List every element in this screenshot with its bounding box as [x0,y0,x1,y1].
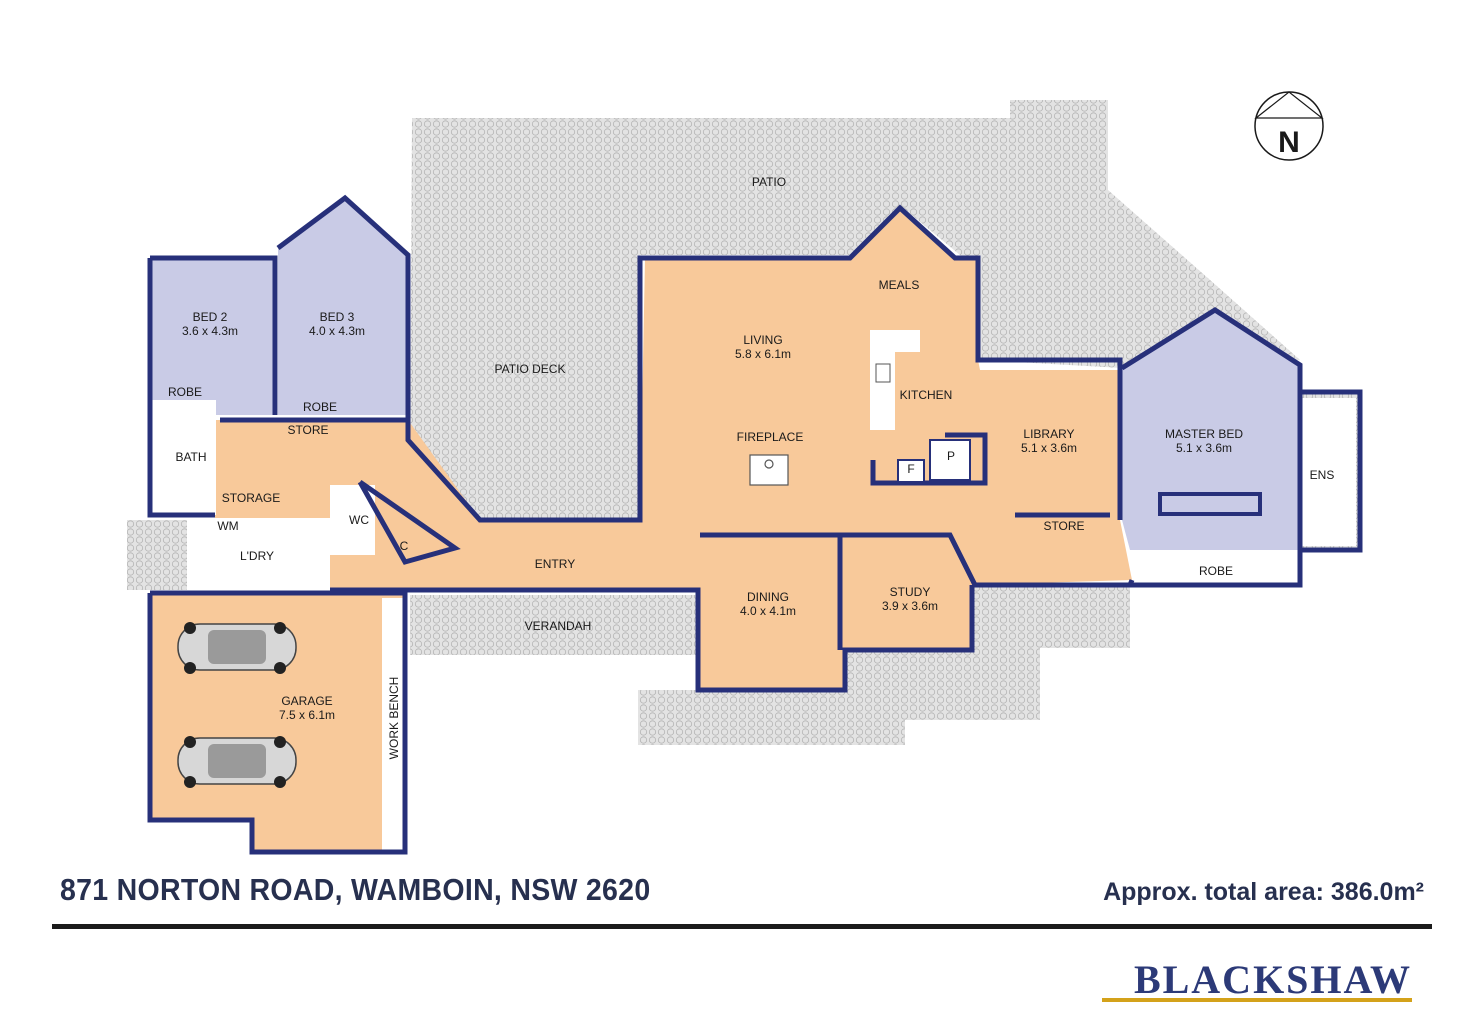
walls [147,194,1363,855]
pantry-box [929,439,971,481]
robe-bed2-label: ROBE [168,385,202,399]
north-compass-icon: N [1254,91,1324,161]
bed2-fill [150,258,275,415]
property-address: 871 NORTON ROAD, WAMBOIN, NSW 2620 [60,872,651,907]
floor-plan: N PATIO PATIO DECK BED 2 3.6 x 4.3m BED … [127,91,1363,855]
master-bed-frame [1158,492,1262,516]
laundry-area [188,518,330,590]
meals-label: MEALS [879,278,920,292]
storage-label: STORAGE [222,491,280,505]
wm-label: WM [217,519,238,533]
living-size: 5.8 x 6.1m [735,347,791,361]
robe-bed3-label: ROBE [303,400,337,414]
car-icon-1 [177,622,297,674]
laundry-label: L'DRY [240,549,274,563]
bed3-fill [278,198,408,415]
library-size: 5.1 x 3.6m [1021,441,1077,455]
room-labels: PATIO PATIO DECK BED 2 3.6 x 4.3m BED 3 … [168,175,1334,759]
ensuite-label: ENS [1310,468,1335,482]
bed3-size: 4.0 x 4.3m [309,324,365,338]
patio-label: PATIO [752,175,786,189]
ensuite-area [1300,398,1356,546]
kitchen-label: KITCHEN [900,388,953,402]
bed3-name: BED 3 [320,310,355,324]
kitchen-bench [870,330,920,430]
fridge-label: F [907,462,914,476]
study-name: STUDY [890,585,931,599]
total-area: Approx. total area: 386.0m² [1103,878,1424,906]
wet-areas [152,330,1356,590]
work-bench-label: WORK BENCH [387,677,401,760]
sink-icon [875,363,891,383]
bath-area [152,400,216,515]
entry-label: ENTRY [535,557,575,571]
master-bed-size: 5.1 x 3.6m [1176,441,1232,455]
footer-divider [52,924,1432,929]
robe-master-label: ROBE [1199,564,1233,578]
garage-size: 7.5 x 6.1m [279,708,335,722]
fridge-box [897,459,925,483]
laundry-side-paving [127,520,187,590]
dining-size: 4.0 x 4.1m [740,604,796,618]
study-size: 3.9 x 3.6m [882,599,938,613]
cupboard-label: C [400,539,409,553]
bath-label: BATH [175,450,206,464]
patio-deck-label: PATIO DECK [495,362,566,376]
main-living-fill [215,208,1132,690]
master-bed-fill [1122,310,1300,550]
verandah-label: VERANDAH [525,619,592,633]
living-name: LIVING [743,333,782,347]
car-icon-2 [177,736,297,788]
store-hall-label: STORE [287,423,328,437]
patio-area [410,100,1300,520]
store-east-label: STORE [1043,519,1084,533]
agency-logo-underline [1102,998,1412,1002]
work-bench-strip [382,598,404,850]
bedroom-fills [150,198,1300,550]
library-name: LIBRARY [1023,427,1074,441]
pantry-label: P [947,449,955,463]
master-bed-name: MASTER BED [1165,427,1243,441]
bed2-size: 3.6 x 4.3m [182,324,238,338]
agency-logo: BLACKSHAW [1133,957,1412,1002]
bed2-name: BED 2 [193,310,228,324]
fireplace-hearth-icon [764,459,774,469]
garage-name: GARAGE [281,694,332,708]
fixtures [749,363,1262,516]
wc-label: WC [349,513,369,527]
verandah-area [410,585,1130,745]
compass-label: N [1278,126,1300,159]
fireplace-label: FIREPLACE [737,430,804,444]
dining-name: DINING [747,590,789,604]
